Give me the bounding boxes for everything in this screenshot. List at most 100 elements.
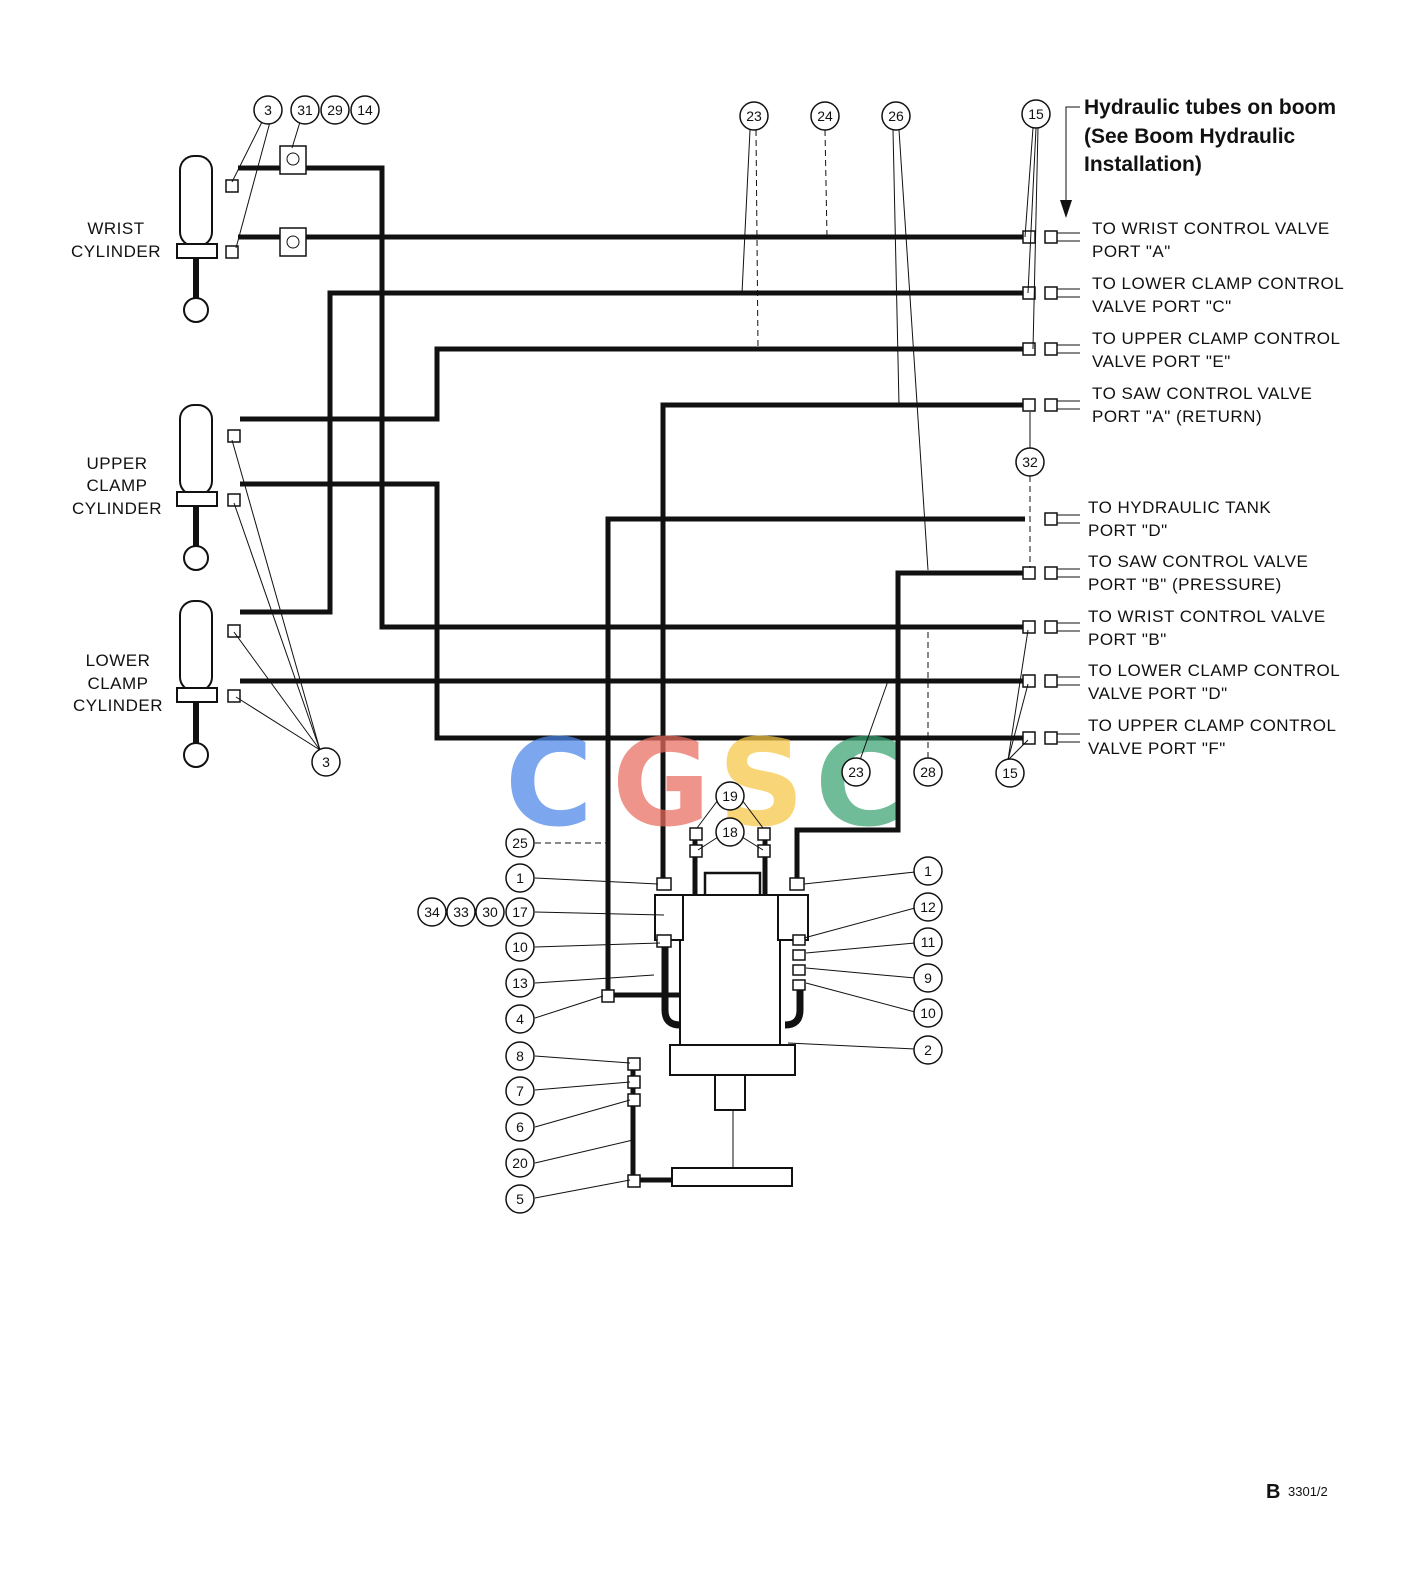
svg-text:26: 26: [888, 108, 904, 124]
port-8-line-1: TO LOWER CLAMP CONTROL: [1088, 661, 1340, 680]
callout-motor-1: 19: [715, 781, 745, 811]
callout-left-1: 25: [505, 828, 535, 858]
lower-label-3: CYLINDER: [73, 696, 163, 715]
svg-text:2: 2: [924, 1042, 932, 1058]
callout-right-1: 1: [913, 856, 943, 886]
callout-bottom-1: 3: [311, 747, 341, 777]
reference-code: B 3301/2: [1266, 1481, 1328, 1503]
svg-text:4: 4: [516, 1011, 524, 1027]
header-line-3: Installation): [1084, 153, 1202, 176]
port-1-line-2: PORT "A": [1092, 242, 1171, 261]
port-labels: TO WRIST CONTROL VALVE PORT "A" TO LOWER…: [1088, 219, 1344, 758]
reference-number: 3301/2: [1288, 1484, 1328, 1499]
callout-bottom-4: 15: [995, 758, 1025, 788]
callout-left-extra-2: 33: [446, 897, 476, 927]
port-3-line-1: TO UPPER CLAMP CONTROL: [1092, 329, 1340, 348]
svg-text:1: 1: [516, 870, 524, 886]
callout-left-extra-1: 34: [417, 897, 447, 927]
svg-text:31: 31: [297, 102, 313, 118]
svg-text:18: 18: [722, 824, 738, 840]
svg-text:25: 25: [512, 835, 528, 851]
callout-left-6: 4: [505, 1004, 535, 1034]
svg-text:20: 20: [512, 1155, 528, 1171]
reference-mark: B: [1266, 1481, 1280, 1503]
callout-right-5: 10: [913, 998, 943, 1028]
svg-text:6: 6: [516, 1119, 524, 1135]
header-leader: [1065, 106, 1080, 200]
callout-right-2: 12: [913, 892, 943, 922]
svg-text:12: 12: [920, 899, 936, 915]
svg-text:7: 7: [516, 1083, 524, 1099]
lower-label-1: LOWER: [86, 651, 151, 670]
callout-left-extra-3: 30: [475, 897, 505, 927]
lower-label-2: CLAMP: [87, 674, 148, 693]
svg-text:17: 17: [512, 904, 528, 920]
hydraulic-tubes: [238, 165, 1025, 1183]
lower-clamp-cylinder: [176, 600, 218, 768]
callouts: 3 31 29 14 23 24 26 15 32 3 23 28 15 19 …: [253, 95, 1051, 1214]
port-9-line-1: TO UPPER CLAMP CONTROL: [1088, 716, 1336, 735]
callout-top-1: 23: [739, 101, 769, 131]
port-8-line-2: VALVE PORT "D": [1088, 684, 1228, 703]
svg-text:33: 33: [453, 904, 469, 920]
port-4-line-1: TO SAW CONTROL VALVE: [1092, 384, 1312, 403]
port-7-line-2: PORT "B": [1088, 630, 1167, 649]
svg-text:15: 15: [1002, 765, 1018, 781]
header-note: Hydraulic tubes on boom (See Boom Hydrau…: [1060, 96, 1336, 218]
callout-left-3: 17: [505, 897, 535, 927]
svg-text:23: 23: [848, 764, 864, 780]
svg-text:5: 5: [516, 1191, 524, 1207]
svg-text:29: 29: [327, 102, 343, 118]
svg-text:10: 10: [920, 1005, 936, 1021]
callout-left-10: 20: [505, 1148, 535, 1178]
svg-text:23: 23: [746, 108, 762, 124]
port-9-line-2: VALVE PORT "F": [1088, 739, 1226, 758]
port-5-line-2: PORT "D": [1088, 521, 1168, 540]
callout-motor-2: 18: [715, 817, 745, 847]
callout-left-2: 1: [505, 863, 535, 893]
callout-top-4: 15: [1021, 99, 1051, 129]
header-line-1: Hydraulic tubes on boom: [1084, 96, 1336, 119]
callout-left-9: 6: [505, 1112, 535, 1142]
upper-label-2: CLAMP: [86, 476, 147, 495]
svg-text:10: 10: [512, 939, 528, 955]
svg-text:32: 32: [1022, 454, 1038, 470]
port-6-line-2: PORT "B" (PRESSURE): [1088, 575, 1282, 594]
callout-right-6: 2: [913, 1035, 943, 1065]
callout-top-left-1: 3: [253, 95, 283, 125]
svg-text:11: 11: [921, 934, 936, 950]
watermark: C G S C: [505, 715, 903, 854]
callout-left-5: 13: [505, 968, 535, 998]
port-5-line-1: TO HYDRAULIC TANK: [1088, 498, 1271, 517]
svg-text:24: 24: [817, 108, 833, 124]
svg-text:9: 9: [924, 970, 932, 986]
port-1-line-1: TO WRIST CONTROL VALVE: [1092, 219, 1330, 238]
callout-right-3: 11: [913, 927, 943, 957]
port-4-line-2: PORT "A" (RETURN): [1092, 407, 1262, 426]
svg-text:3: 3: [264, 102, 272, 118]
port-3-line-2: VALVE PORT "E": [1092, 352, 1231, 371]
upper-clamp-cylinder: [176, 404, 218, 571]
callout-bottom-3: 28: [913, 757, 943, 787]
port-7-line-1: TO WRIST CONTROL VALVE: [1088, 607, 1326, 626]
callout-mid-right: 32: [1015, 447, 1045, 477]
svg-text:8: 8: [516, 1048, 524, 1064]
port-6-line-1: TO SAW CONTROL VALVE: [1088, 552, 1308, 571]
svg-text:15: 15: [1028, 106, 1044, 122]
svg-text:13: 13: [512, 975, 528, 991]
upper-label-1: UPPER: [86, 454, 147, 473]
callout-top-2: 24: [810, 101, 840, 131]
callout-top-left-2: 31: [290, 95, 320, 125]
svg-text:30: 30: [482, 904, 498, 920]
header-arrow-icon: [1060, 200, 1072, 218]
leader-lines: [231, 121, 1039, 1199]
callout-right-4: 9: [913, 963, 943, 993]
cylinder-fittings: [225, 145, 307, 703]
callout-left-4: 10: [505, 932, 535, 962]
port-2-line-1: TO LOWER CLAMP CONTROL: [1092, 274, 1344, 293]
boom-fittings: [1022, 230, 1080, 745]
svg-text:1: 1: [924, 863, 932, 879]
callout-bottom-2: 23: [841, 757, 871, 787]
wrist-cylinder: [176, 155, 218, 323]
